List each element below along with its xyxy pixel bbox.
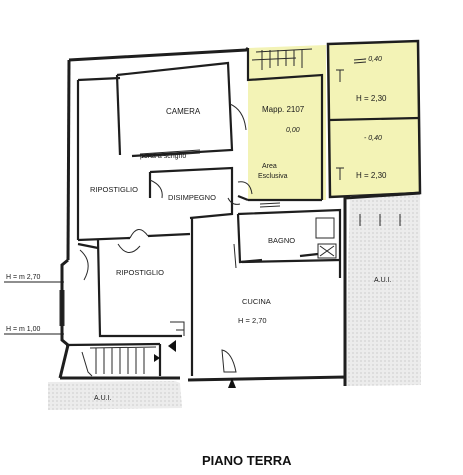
room-label-mappale: Mapp. 2107 — [262, 105, 305, 114]
interior-walls — [65, 48, 420, 376]
entrance-markers — [154, 340, 236, 388]
label-esclusiva: Esclusiva — [258, 173, 288, 180]
annex-bottom-level: - 0,40 — [364, 135, 382, 142]
room-label-cucina: CUCINA — [242, 297, 271, 306]
aui-bottom-area — [48, 381, 182, 410]
cucina-height: H = 2,70 — [238, 316, 267, 325]
annex-highlight — [248, 45, 326, 200]
label-area: Area — [262, 163, 277, 170]
marker-h100: H = m 1,00 — [6, 326, 41, 333]
room-label-disimpegno: DISIMPEGNO — [168, 193, 216, 202]
marker-h270: H = m 2,70 — [6, 274, 41, 281]
annex-top-height: H = 2,30 — [356, 94, 387, 103]
room-label-bagno: BAGNO — [268, 236, 295, 245]
mappale-level: 0,00 — [286, 127, 300, 134]
annex-top-level: - 0,40 — [364, 56, 382, 63]
aui-bottom-label: A.U.I. — [94, 395, 112, 402]
aui-right-label: A.U.I. — [374, 277, 392, 284]
label-porta-scrigno: porta a scrigno — [140, 153, 186, 160]
aui-right-area — [345, 194, 421, 386]
room-label-ripostiglio-top: RIPOSTIGLIO — [90, 185, 138, 194]
plan-title: PIANO TERRA — [202, 453, 292, 468]
annex-bottom-height: H = 2,30 — [356, 171, 387, 180]
room-label-camera: CAMERA — [166, 107, 201, 116]
detail-lines — [59, 48, 401, 377]
room-label-ripostiglio-bottom: RIPOSTIGLIO — [116, 268, 164, 277]
